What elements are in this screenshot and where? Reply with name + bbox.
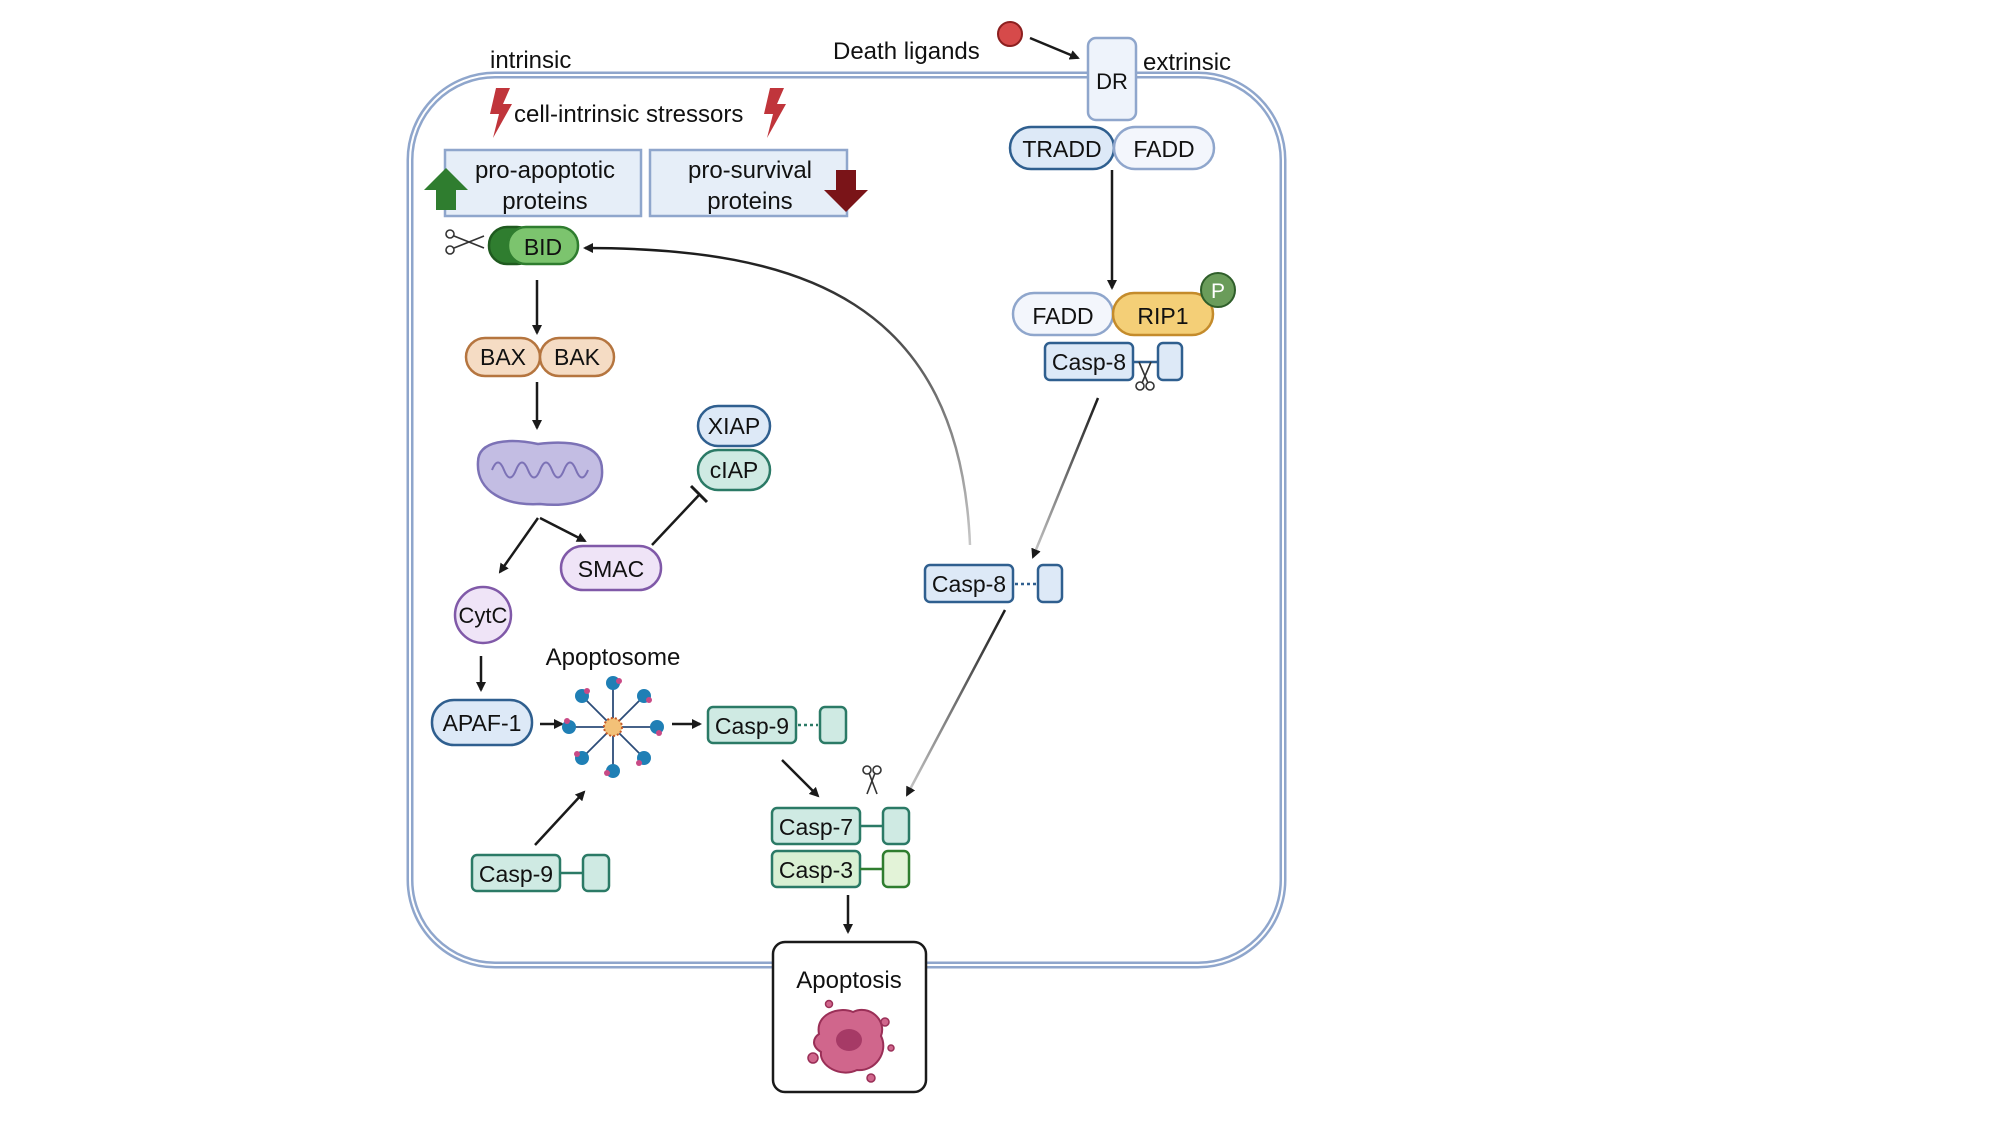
arrow-casp8-to-casp7 [905,609,1007,797]
casp9-pro-label: Casp-9 [479,861,553,887]
apoptosis-label: Apoptosis [796,967,901,994]
rip1-protein [1111,291,1215,337]
arrow-casp8-to-active [1031,397,1100,559]
death-receptor [1086,36,1138,122]
arrow-casp9-to-casp7 [781,759,820,798]
mitochondrion-icon [476,439,604,506]
scissors-bid-icon [445,229,485,255]
casp9-active-prodomain [818,705,848,745]
bid-protein [506,225,580,266]
stressors-label: cell-intrinsic stressors [514,101,743,128]
casp8-top-label: Casp-8 [1052,349,1126,375]
pro-apoptotic-line1: pro-apoptotic [475,157,615,184]
scissors-icon [1135,361,1155,391]
down-arrow-icon [824,170,868,212]
apaf1-protein [430,698,534,747]
bid-label: BID [524,234,562,260]
bak-label: BAK [554,344,601,370]
casp9-active-label: Casp-9 [715,713,789,739]
intrinsic-label: intrinsic [490,47,571,74]
smac-label: SMAC [578,556,644,582]
cytc-label: CytC [459,603,508,628]
fadd-complex-label: FADD [1032,303,1093,329]
fadd-label: FADD [1133,136,1194,162]
inhibition-smac-to-ciap [651,493,701,546]
xiap-protein [696,404,772,448]
apoptosome-label: Apoptosome [546,644,681,671]
pro-apoptotic-box [443,148,643,218]
xiap-label: XIAP [708,413,760,439]
phospho-label: P [1211,280,1225,303]
bax-label: BAX [480,344,526,370]
bak-protein [538,336,616,378]
lightning-left-icon [490,88,512,138]
apoptosome-icon [562,676,664,778]
scissors-casp7-icon [862,765,882,795]
pro-apoptotic-line2: proteins [502,188,587,215]
smac-protein [559,544,663,592]
ciap-label: cIAP [710,457,759,483]
casp8-active-protein [923,563,1015,604]
casp7-label: Casp-7 [779,814,853,840]
casp7-prodomain [881,806,911,846]
inhibition-bar [689,484,709,504]
phospho-badge [1200,272,1236,308]
arrow-casp9pro-to-apoptosome [534,790,586,846]
dr-label: DR [1096,69,1128,94]
arrow-casp8-to-bid [583,243,972,546]
apaf1-label: APAF-1 [443,710,522,736]
death-ligands-label: Death ligands [833,38,980,65]
fadd-protein [1112,125,1216,171]
arrow-mito-to-smac [539,516,587,543]
ciap-protein [696,448,772,492]
pro-survival-line2: proteins [707,188,792,215]
death-ligand-icon [997,21,1023,47]
rip1-label: RIP1 [1137,303,1188,329]
extrinsic-label: extrinsic [1143,49,1231,76]
casp9-pro-prodomain [581,853,611,893]
casp8-active-prodomain [1036,563,1064,604]
apoptotic-cell-icon [807,999,895,1083]
cytc-protein [453,585,513,645]
casp8-active-label: Casp-8 [932,571,1006,597]
tradd-label: TRADD [1022,136,1101,162]
arrow-mito-to-cytc [498,517,540,574]
lightning-right-icon [764,88,786,138]
casp3-prodomain [881,849,911,889]
arrow-ligand-to-dr [1029,36,1080,60]
up-arrow-icon [424,168,468,210]
casp9-active-protein [706,705,798,745]
casp8-top-prodomain [1156,341,1184,382]
pro-survival-line1: pro-survival [688,157,812,184]
casp3-label: Casp-3 [779,857,853,883]
